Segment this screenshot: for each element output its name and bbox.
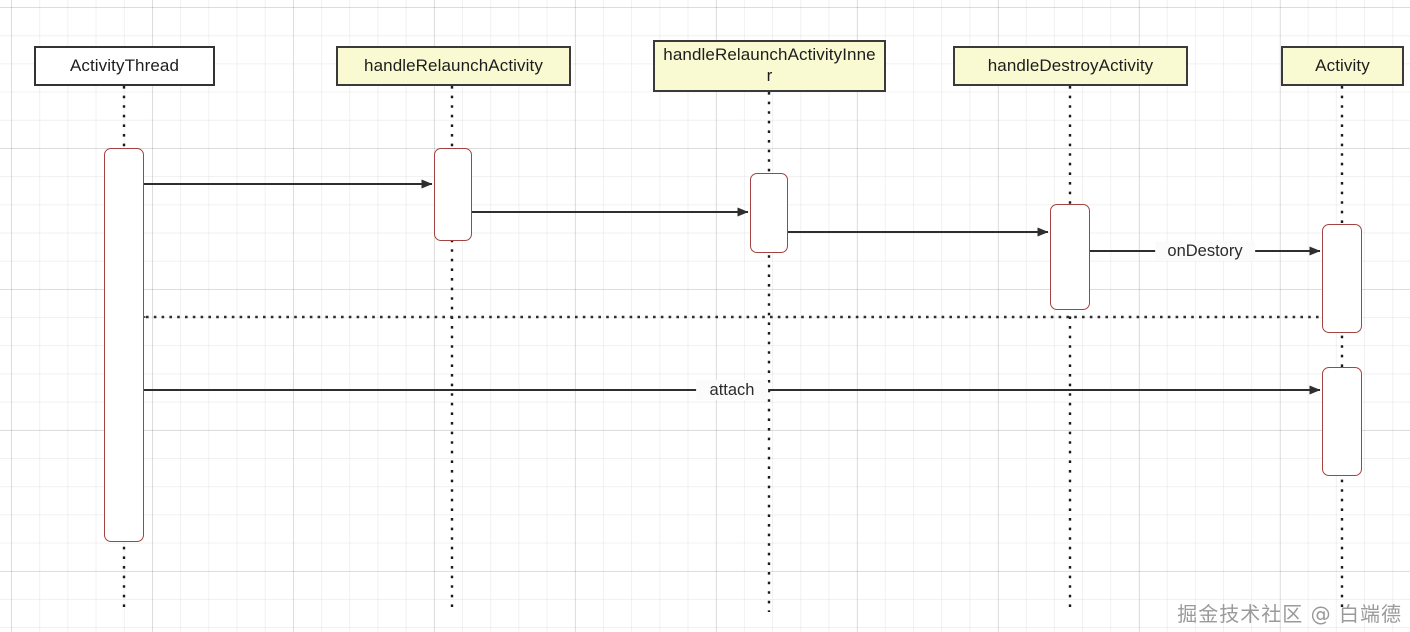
activation-bar-activity[interactable] <box>1322 367 1362 476</box>
activation-bar-activity[interactable] <box>1322 224 1362 333</box>
participant-label-handledestroyactivity: handleDestroyActivity <box>987 55 1154 75</box>
lifelines-group <box>122 86 1344 612</box>
participant-label-activitythread: ActivityThread <box>69 55 180 75</box>
participant-box-activity[interactable]: Activity <box>1281 46 1404 86</box>
message-label-backdrop-m6 <box>696 380 768 400</box>
activation-bar-handledestroyactivity[interactable] <box>1050 204 1090 310</box>
message-label-m4: onDestory <box>1167 241 1243 260</box>
messages-group <box>135 179 1342 395</box>
participant-box-handledestroyactivity[interactable]: handleDestroyActivity <box>953 46 1188 86</box>
participant-box-activitythread[interactable]: ActivityThread <box>34 46 215 86</box>
message-label-backdrop-m4 <box>1155 241 1255 261</box>
message-label-m6: attach <box>709 380 755 399</box>
participant-box-handlerelaunchactivityinner[interactable]: handleRelaunchActivityInner <box>653 40 886 92</box>
activation-bar-handlerelaunchactivityinner[interactable] <box>750 173 788 253</box>
participant-label-handlerelaunchactivityinner: handleRelaunchActivityInner <box>663 45 876 85</box>
activation-bar-activitythread[interactable] <box>104 148 144 542</box>
participant-label-handlerelaunchactivity: handleRelaunchActivity <box>364 55 543 75</box>
activation-bar-handlerelaunchactivity[interactable] <box>434 148 472 241</box>
participant-label-activity: Activity <box>1315 55 1370 75</box>
participant-box-handlerelaunchactivity[interactable]: handleRelaunchActivity <box>336 46 571 86</box>
watermark-text: 掘金技术社区 @ 白端德 <box>1177 602 1402 626</box>
